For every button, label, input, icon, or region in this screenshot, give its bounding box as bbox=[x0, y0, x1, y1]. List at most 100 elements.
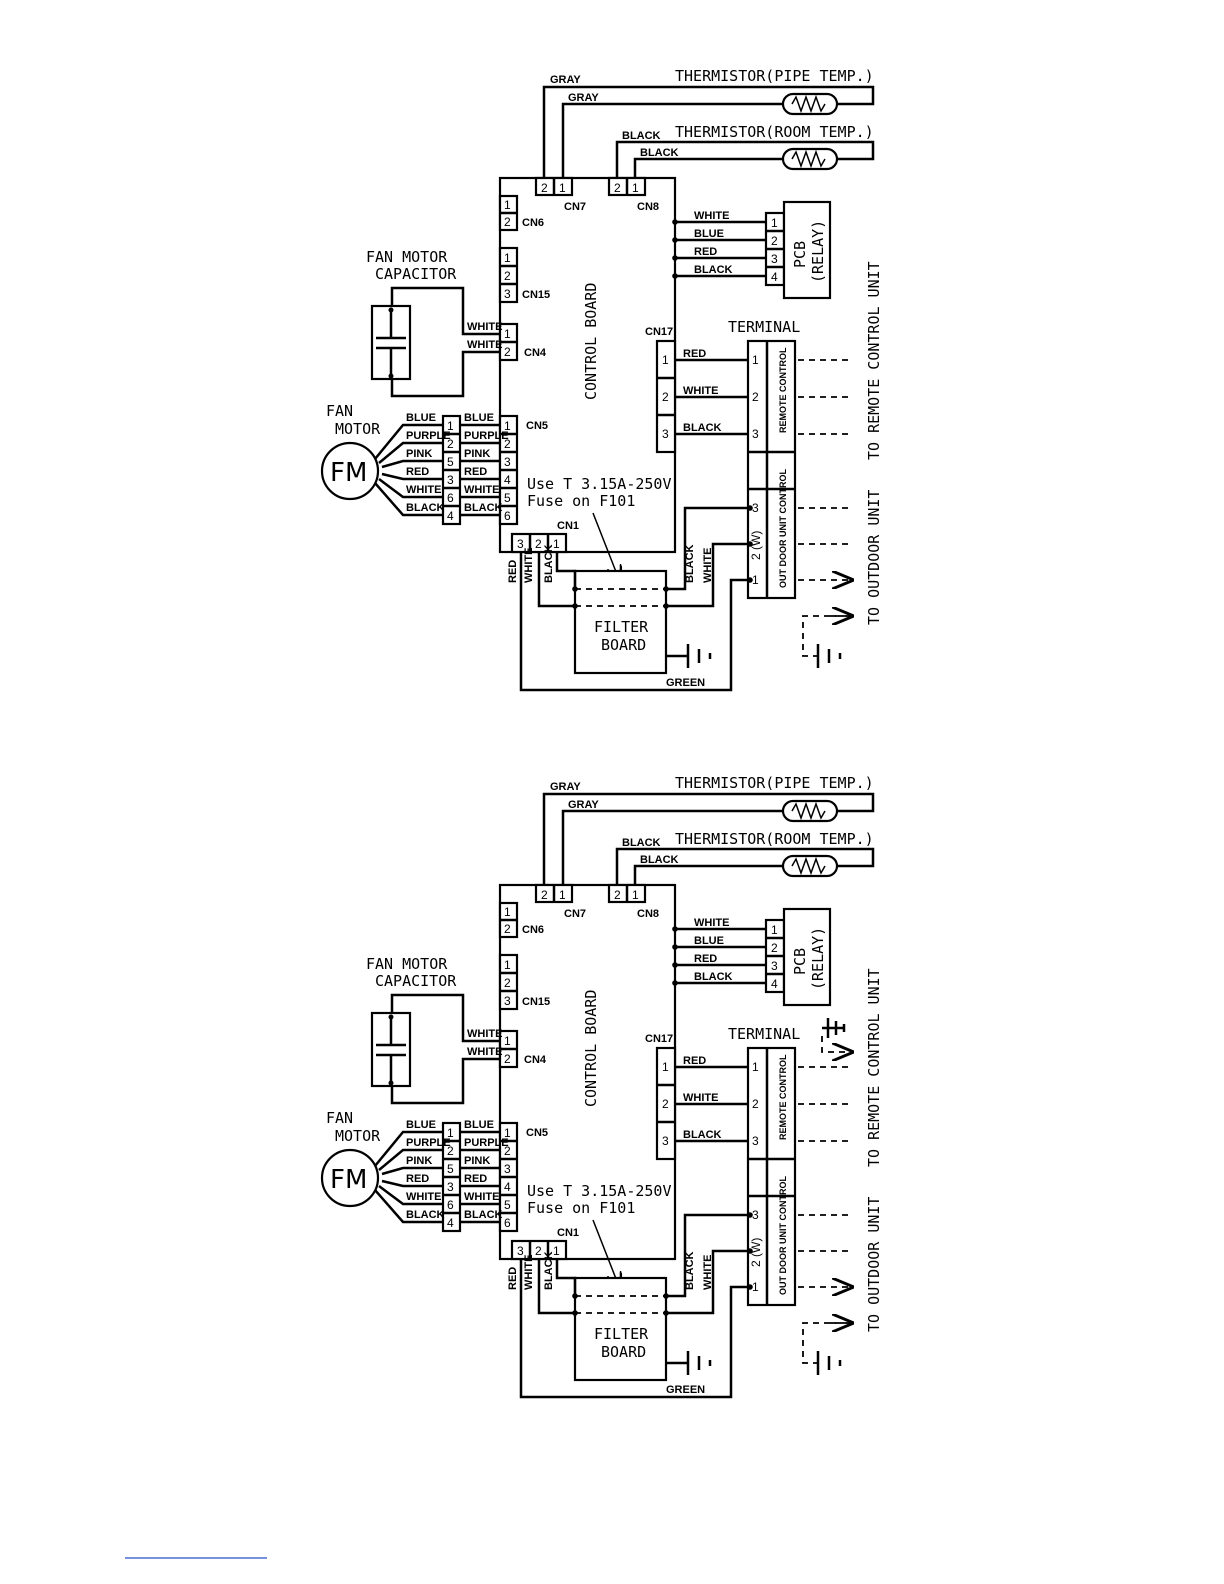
ground-icon bbox=[822, 1018, 846, 1038]
cn1-label: CN1 bbox=[557, 520, 579, 532]
resistor-zigzag-icon bbox=[791, 94, 826, 114]
cn17-label: CN17 bbox=[645, 326, 673, 338]
svg-text:3: 3 bbox=[447, 473, 454, 487]
svg-text:RED: RED bbox=[464, 466, 487, 478]
svg-text:2: 2 bbox=[662, 390, 669, 404]
thermistor-pipe-label: THERMISTOR(PIPE TEMP.) bbox=[675, 67, 874, 85]
terminal-block bbox=[746, 339, 797, 600]
svg-text:RED: RED bbox=[406, 466, 429, 478]
svg-text:4: 4 bbox=[771, 270, 778, 284]
filter-board-label-2: BOARD bbox=[601, 636, 646, 654]
svg-text:2: 2 bbox=[541, 181, 548, 195]
svg-text:1: 1 bbox=[662, 353, 669, 367]
svg-text:BLACK: BLACK bbox=[694, 264, 733, 276]
svg-text:2: 2 bbox=[771, 234, 778, 248]
svg-text:2: 2 bbox=[504, 269, 511, 283]
fuse-note-line2: Fuse on F101 bbox=[527, 492, 635, 510]
capacitor-label-2: CAPACITOR bbox=[375, 265, 457, 283]
cn17-wires bbox=[675, 358, 750, 436]
svg-text:PURPLE: PURPLE bbox=[464, 430, 509, 442]
fuse-note-line1: Use T 3.15A-250V bbox=[527, 475, 672, 493]
capacitor-wire-1 bbox=[390, 286, 500, 336]
svg-text:1: 1 bbox=[752, 353, 759, 367]
svg-text:2: 2 bbox=[752, 390, 759, 404]
wiring-diagram-2 bbox=[322, 774, 883, 1397]
svg-text:RED: RED bbox=[683, 348, 706, 360]
cn5-label: CN5 bbox=[526, 420, 548, 432]
ground-dashed-wire bbox=[802, 615, 852, 657]
svg-text:1: 1 bbox=[504, 419, 511, 433]
svg-text:1: 1 bbox=[504, 327, 511, 341]
svg-text:3: 3 bbox=[752, 427, 759, 441]
fan-motor-leads bbox=[374, 423, 443, 517]
svg-text:2: 2 bbox=[504, 215, 511, 229]
svg-text:3: 3 bbox=[662, 427, 669, 441]
remote-control-label: REMOTE CONTROL bbox=[778, 347, 788, 433]
output-arrows bbox=[798, 359, 852, 580]
svg-text:BLACK: BLACK bbox=[464, 502, 503, 514]
svg-text:4: 4 bbox=[447, 509, 454, 523]
svg-text:1: 1 bbox=[504, 251, 511, 265]
wire-label-black: BLACK bbox=[622, 130, 661, 142]
svg-text:1: 1 bbox=[632, 181, 639, 195]
thermistor-room-wire bbox=[615, 140, 875, 180]
control-board-label: CONTROL BOARD bbox=[582, 283, 600, 400]
fan-motor-icon bbox=[320, 441, 380, 501]
thermistor-pipe-wire bbox=[542, 85, 875, 180]
svg-text:BLUE: BLUE bbox=[694, 228, 724, 240]
svg-text:WHITE: WHITE bbox=[523, 548, 535, 583]
fan-motor-fm-label: FM bbox=[330, 458, 367, 488]
svg-text:4: 4 bbox=[504, 473, 511, 487]
svg-text:BLACK: BLACK bbox=[684, 544, 696, 583]
svg-text:2: 2 bbox=[447, 437, 454, 451]
svg-text:BLUE: BLUE bbox=[464, 412, 494, 424]
svg-text:GREEN: GREEN bbox=[666, 677, 705, 689]
cn15-connector bbox=[498, 246, 519, 304]
svg-text:PURPLE: PURPLE bbox=[406, 430, 451, 442]
svg-text:5: 5 bbox=[504, 491, 511, 505]
pcb-label: PCB bbox=[791, 241, 809, 268]
thermistor-pipe-icon bbox=[781, 92, 839, 116]
svg-text:1: 1 bbox=[447, 419, 454, 433]
pcb-relay-board bbox=[782, 200, 832, 300]
svg-text:WHITE: WHITE bbox=[464, 484, 499, 496]
to-outdoor-unit-label: TO OUTDOOR UNIT bbox=[865, 490, 883, 625]
terminal-label: TERMINAL bbox=[728, 318, 800, 336]
svg-text:PINK: PINK bbox=[406, 448, 432, 460]
svg-text:1: 1 bbox=[752, 573, 759, 587]
svg-text:BLACK: BLACK bbox=[543, 544, 555, 583]
filter-board-label-1: FILTER bbox=[594, 618, 649, 636]
filter-black-wire bbox=[666, 506, 750, 591]
pcb-relay-label: (RELAY) bbox=[809, 220, 827, 283]
svg-text:2: 2 bbox=[614, 181, 621, 195]
svg-text:BLUE: BLUE bbox=[406, 412, 436, 424]
to-remote-control-label: TO REMOTE CONTROL UNIT bbox=[865, 261, 883, 460]
svg-text:BLACK: BLACK bbox=[406, 502, 445, 514]
cn6-label: CN6 bbox=[522, 217, 544, 229]
svg-text:6: 6 bbox=[504, 509, 511, 523]
svg-text:3: 3 bbox=[504, 455, 511, 469]
fan-motor-wires bbox=[460, 423, 500, 517]
fan-motor-label-1: FAN bbox=[326, 402, 353, 420]
cn15-label: CN15 bbox=[522, 289, 550, 301]
svg-text:1: 1 bbox=[553, 537, 560, 551]
ground-icon bbox=[816, 644, 842, 668]
wire-label-white: WHITE bbox=[467, 339, 502, 351]
svg-text:WHITE: WHITE bbox=[406, 484, 441, 496]
ground-icon bbox=[686, 644, 712, 668]
pcb-relay-wires bbox=[675, 220, 766, 278]
capacitor-label-1: FAN MOTOR bbox=[366, 248, 448, 266]
svg-text:1: 1 bbox=[771, 216, 778, 230]
cn8-label: CN8 bbox=[637, 201, 659, 213]
svg-text:1: 1 bbox=[504, 198, 511, 212]
thermistor-room-icon bbox=[781, 147, 839, 171]
wire-label-white: WHITE bbox=[467, 321, 502, 333]
cn1-white-wire bbox=[537, 552, 575, 608]
svg-text:2: 2 bbox=[504, 345, 511, 359]
svg-text:5: 5 bbox=[447, 455, 454, 469]
terminal-ground-dashed bbox=[821, 1036, 852, 1052]
svg-text:6: 6 bbox=[447, 491, 454, 505]
capacitor-wire-2 bbox=[390, 350, 500, 398]
outdoor-unit-control-label: OUT DOOR UNIT CONTROL bbox=[778, 469, 788, 588]
